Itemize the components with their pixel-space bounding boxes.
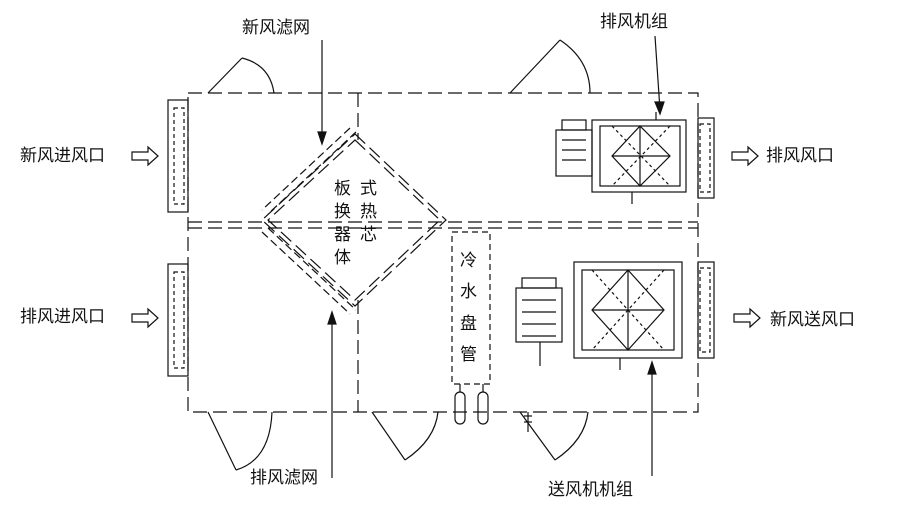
arrow-fresh-air-inlet — [131, 145, 159, 167]
label-fresh-air-supply-outlet: 新风送风口 — [770, 310, 855, 330]
arrow-exhaust-outlet — [731, 145, 759, 167]
arrow-exhaust-inlet — [131, 307, 159, 329]
hx-char: 器 — [334, 224, 351, 245]
hx-char: 换 — [334, 201, 351, 222]
hx-char: 芯 — [360, 224, 377, 245]
hx-char: 式 — [360, 179, 377, 199]
plate-heat-exchanger — [261, 133, 447, 307]
label-exhaust-inlet: 排风进风口 — [20, 307, 105, 327]
door-bottom-left — [207, 411, 273, 471]
label-exhaust-outlet: 排风风口 — [766, 146, 834, 166]
fresh-air-inlet-flange — [167, 99, 189, 213]
coil-char: 水 — [460, 282, 477, 303]
door-top-left — [207, 57, 275, 94]
door-bottom-middle — [371, 411, 439, 461]
coil-char: 盘 — [460, 313, 477, 334]
label-exhaust-unit: 排风机组 — [600, 12, 668, 32]
heat-exchanger-text-col2: 式 热 芯 — [360, 178, 377, 247]
cooling-coil-text: 冷 水 盘 管 — [460, 246, 477, 372]
coil-char: 冷 — [460, 251, 477, 271]
coil-char: 管 — [460, 345, 477, 366]
cooling-coil-box — [451, 231, 491, 385]
hx-char: 热 — [360, 201, 377, 222]
supply-fan-unit — [515, 261, 683, 370]
hx-char: 板 — [334, 179, 351, 199]
label-fresh-air-filter: 新风滤网 — [242, 18, 310, 38]
exhaust-outlet-flange — [697, 117, 715, 199]
heat-exchanger-text-col1: 板 换 器 体 — [334, 178, 351, 270]
label-fresh-air-inlet: 新风进风口 — [20, 146, 105, 166]
supply-outlet-flange — [697, 261, 715, 359]
label-supply-fan-unit: 送风机机组 — [548, 480, 633, 500]
label-exhaust-filter: 排风滤网 — [250, 468, 318, 488]
exhaust-filter-lines — [261, 227, 357, 315]
leader-exhaust-unit — [654, 35, 661, 111]
door-bottom-right — [519, 411, 589, 461]
exhaust-inlet-flange — [167, 263, 189, 377]
unit-housing — [187, 92, 699, 413]
door-top-right — [509, 39, 591, 94]
fresh-air-filter-lines — [261, 127, 357, 215]
hx-char: 体 — [334, 247, 351, 268]
exhaust-fan-unit — [555, 112, 687, 204]
arrow-supply-outlet — [733, 307, 761, 329]
coil-pipes — [454, 384, 489, 425]
